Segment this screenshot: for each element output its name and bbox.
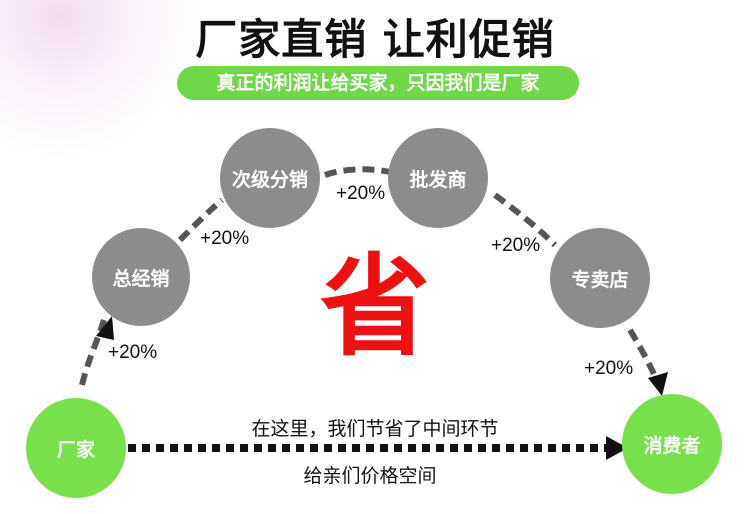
arrowhead-general <box>96 316 114 340</box>
page-title: 厂家直销 让利促销 <box>195 15 555 64</box>
markup-label: +20% <box>108 342 158 363</box>
node-sub-distributor: 次级分销 <box>220 128 320 228</box>
save-symbol: 省 <box>320 243 430 371</box>
markup-label: +20% <box>584 358 634 379</box>
node-manufacturer: 厂家 <box>26 398 126 498</box>
node-consumer: 消费者 <box>622 394 722 494</box>
node-wholesaler: 批发商 <box>388 128 488 228</box>
connector-sub-to-wholesaler <box>324 166 391 178</box>
connector-manufacturer-to-general <box>79 319 107 386</box>
markup-label: +20% <box>491 235 541 256</box>
arrowhead-direct <box>606 436 628 460</box>
node-specialty-store: 专卖店 <box>550 228 650 328</box>
flower-decoration <box>0 0 200 160</box>
subtitle-banner: 真正的利润让给买家，只因我们是厂家 <box>177 66 579 100</box>
connector-wholesaler-to-store <box>493 192 558 248</box>
arrowhead-consumer <box>648 372 668 396</box>
bottom-note-line1: 在这里，我们节省了中间环节 <box>251 418 499 440</box>
connector-general-to-sub <box>177 197 224 243</box>
markup-label: +20% <box>200 228 250 249</box>
markup-label: +20% <box>336 183 386 204</box>
bottom-note-line2: 给亲们价格空间 <box>303 465 437 487</box>
node-general-distributor: 总经销 <box>92 228 190 326</box>
